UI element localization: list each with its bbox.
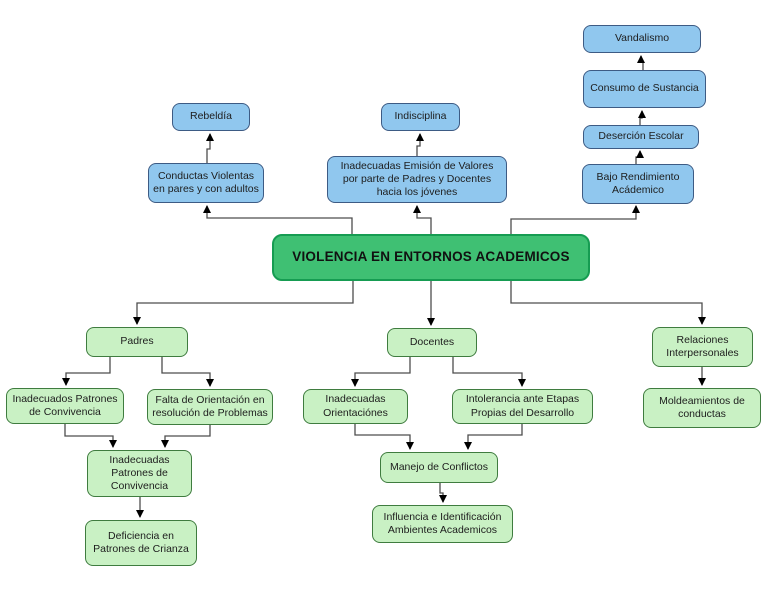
edge-inadecuados-inadecuadas bbox=[64, 424, 117, 448]
node-deficiencia-crianza[interactable]: Deficiencia en Patrones de Crianza bbox=[85, 520, 197, 566]
node-influencia-identificacion[interactable]: Influencia e Identificación Ambientes Ac… bbox=[372, 505, 513, 543]
node-indisciplina[interactable]: Indisciplina bbox=[381, 103, 460, 131]
node-relaciones-interpersonales[interactable]: Relaciones Interpersonales bbox=[652, 327, 753, 367]
edge-padres-falta bbox=[161, 357, 214, 387]
node-consumo-sustancia[interactable]: Consumo de Sustancia bbox=[583, 70, 706, 108]
edge-consumo-vandalismo bbox=[637, 55, 645, 70]
edge-conductas-rebeldia bbox=[206, 133, 214, 163]
edge-intolerancia-manejo bbox=[464, 424, 523, 450]
edge-central-emision bbox=[413, 205, 432, 234]
node-bajo-rendimiento[interactable]: Bajo Rendimiento Acádemico bbox=[582, 164, 694, 204]
node-desercion-escolar[interactable]: Deserción Escolar bbox=[583, 125, 699, 149]
node-moldeamientos-conductas[interactable]: Moldeamientos de conductas bbox=[643, 388, 761, 428]
edge-padres-inadecuados bbox=[62, 357, 111, 386]
node-central-topic[interactable]: VIOLENCIA EN ENTORNOS ACADEMICOS bbox=[272, 234, 590, 281]
node-rebeldia[interactable]: Rebeldía bbox=[172, 103, 250, 131]
edge-desercion-consumo bbox=[638, 110, 646, 125]
edge-central-relaciones bbox=[510, 281, 706, 325]
edge-docentes-intolerancia bbox=[452, 357, 526, 387]
edge-falta-inadecuadas bbox=[161, 425, 211, 448]
node-vandalismo[interactable]: Vandalismo bbox=[583, 25, 701, 53]
edge-docentes-orientaciones bbox=[351, 357, 411, 387]
node-inadecuadas-patrones[interactable]: Inadecuadas Patrones de Convivencia bbox=[87, 450, 192, 497]
edge-central-padres bbox=[133, 281, 354, 325]
edge-bajo-desercion bbox=[635, 150, 644, 164]
node-falta-orientacion[interactable]: Falta de Orientación en resolución de Pr… bbox=[147, 389, 273, 425]
node-inadecuadas-orientaciones[interactable]: Inadecuadas Orientaciónes bbox=[303, 389, 408, 424]
edge-manejo-influencia bbox=[439, 483, 447, 503]
edge-central-bajo bbox=[510, 205, 640, 234]
node-conductas-violentas[interactable]: Conductas Violentas en pares y con adult… bbox=[148, 163, 264, 203]
node-padres[interactable]: Padres bbox=[86, 327, 188, 357]
node-inadecuados-patrones[interactable]: Inadecuados Patrones de Convivencia bbox=[6, 388, 124, 424]
edge-orientaciones-manejo bbox=[354, 424, 414, 450]
node-manejo-conflictos[interactable]: Manejo de Conflictos bbox=[380, 452, 498, 483]
node-emision-valores[interactable]: Inadecuadas Emisión de Valores por parte… bbox=[327, 156, 507, 203]
edge-emision-indisciplina bbox=[416, 133, 424, 156]
node-intolerancia-etapas[interactable]: Intolerancia ante Etapas Propias del Des… bbox=[452, 389, 593, 424]
edge-central-conductas bbox=[203, 205, 353, 234]
node-docentes[interactable]: Docentes bbox=[387, 328, 477, 357]
